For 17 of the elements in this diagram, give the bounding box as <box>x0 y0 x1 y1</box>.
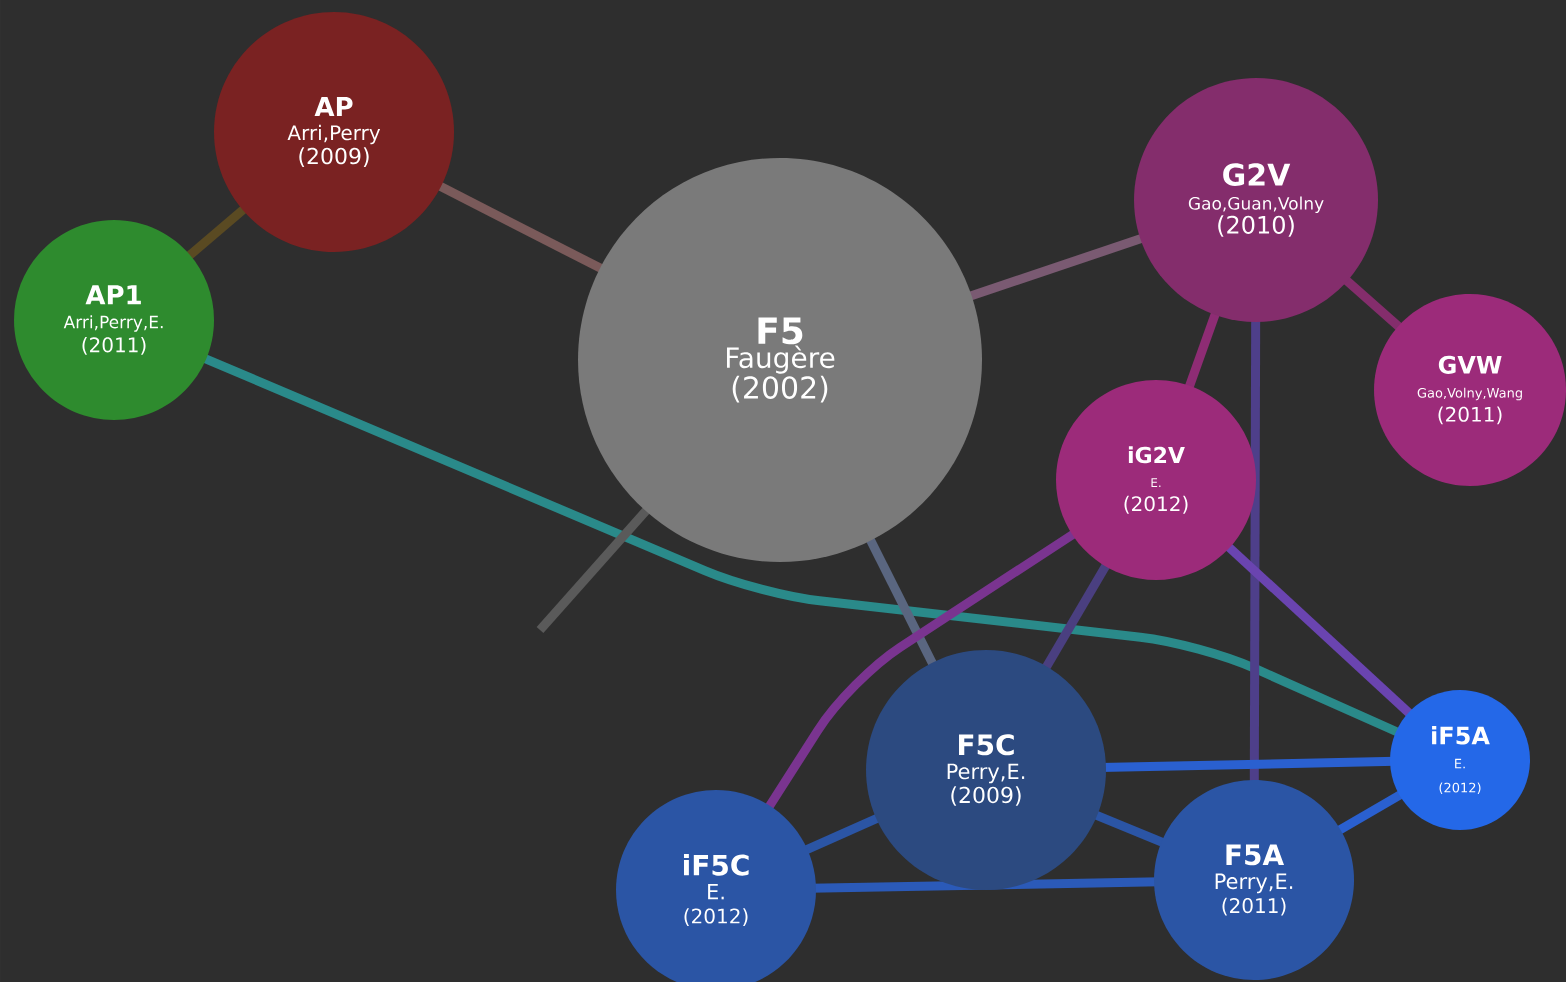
connector-line <box>1090 809 1169 849</box>
connector-line <box>864 533 939 670</box>
connector-line <box>199 352 1404 738</box>
connector-line <box>810 877 1160 893</box>
connector-line <box>1183 308 1222 393</box>
connector-line <box>1100 756 1396 773</box>
connector-line <box>182 202 250 263</box>
connector-line <box>1333 788 1407 837</box>
leader-line <box>536 503 653 633</box>
connector-line <box>433 180 608 275</box>
connector-line <box>763 527 1080 813</box>
connector-line <box>1040 559 1113 674</box>
connector-line <box>964 232 1148 302</box>
connector-line <box>1340 273 1406 334</box>
connector-line <box>1249 316 1261 786</box>
connector-line <box>800 812 884 856</box>
connector-line <box>1222 540 1416 720</box>
